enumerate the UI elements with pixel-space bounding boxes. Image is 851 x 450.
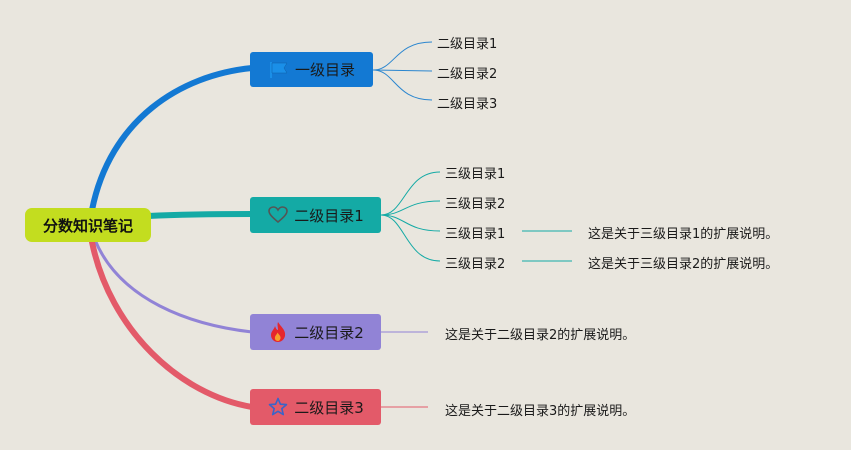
- branch-label-2: 二级目录1: [294, 206, 364, 225]
- connector-b1-c1: [372, 41, 433, 71]
- connector-b2-c3: [380, 214, 441, 232]
- heart-icon: [267, 204, 289, 226]
- leaf-b1-2[interactable]: 二级目录2: [437, 67, 498, 82]
- note-b2-1[interactable]: 这是关于三级目录1的扩展说明。: [588, 227, 779, 242]
- note-b3[interactable]: 这是关于二级目录2的扩展说明。: [445, 328, 636, 343]
- leaf-b2-1[interactable]: 三级目录1: [445, 167, 506, 182]
- branch-node-3[interactable]: 二级目录2: [250, 314, 381, 350]
- connector-b2-c4: [380, 214, 441, 262]
- branch-label-1: 一级目录: [294, 61, 355, 79]
- branch-node-2[interactable]: 二级目录1: [250, 197, 381, 233]
- leaf-b2-2[interactable]: 三级目录2: [445, 197, 506, 212]
- root-label: 分数知识笔记: [42, 216, 133, 235]
- connector-b1-c3: [372, 69, 433, 101]
- note-b2-2[interactable]: 这是关于三级目录2的扩展说明。: [588, 257, 779, 272]
- fire-icon: [267, 321, 289, 343]
- connector-b1-c2: [372, 69, 433, 72]
- leaf-b2-4[interactable]: 三级目录2: [445, 257, 506, 272]
- connector-root-branch1: [89, 65, 255, 213]
- star-icon: [267, 396, 289, 418]
- connector-root-branch3: [93, 238, 254, 334]
- connector-root-branch2: [145, 211, 255, 219]
- leaf-b1-3[interactable]: 二级目录3: [437, 97, 498, 112]
- note-b4[interactable]: 这是关于二级目录3的扩展说明。: [445, 404, 636, 419]
- leaf-b2-3[interactable]: 三级目录1: [445, 227, 506, 242]
- branch-label-4: 二级目录3: [294, 398, 364, 417]
- branch-label-3: 二级目录2: [294, 323, 364, 342]
- root-node[interactable]: 分数知识笔记: [25, 208, 151, 242]
- leaf-b1-1[interactable]: 二级目录1: [437, 37, 498, 52]
- branch-node-4[interactable]: 二级目录3: [250, 389, 381, 425]
- branch-node-1[interactable]: 一级目录: [250, 52, 373, 87]
- connector-b2-c2: [380, 200, 441, 216]
- connector-root-branch4: [89, 239, 255, 410]
- flag-icon: [268, 59, 290, 81]
- connector-b2-c1: [380, 171, 441, 216]
